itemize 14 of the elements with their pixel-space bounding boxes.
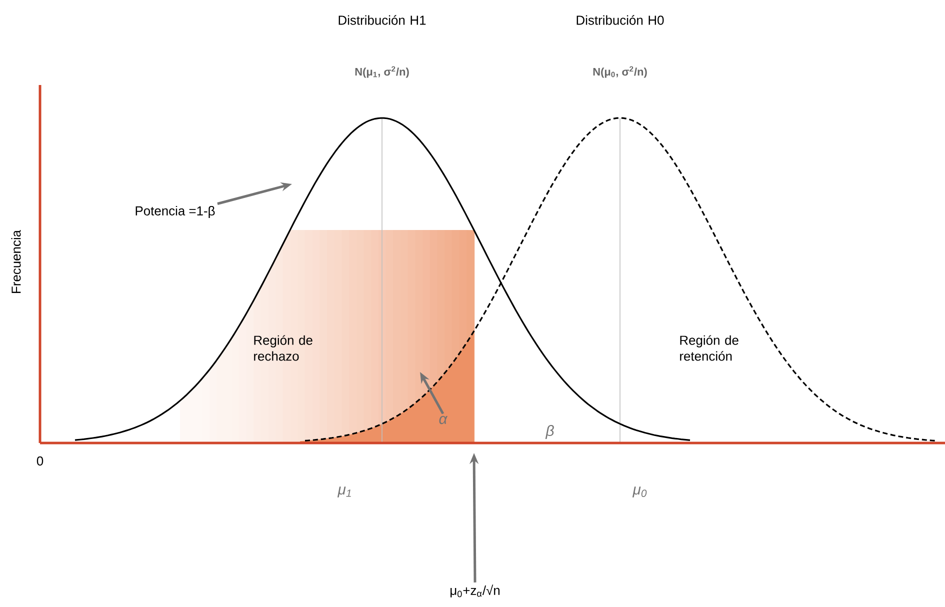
region-label: Región de rechazo [254,335,312,361]
heading-text: Distribución H0 [576,15,664,25]
heading-text: Distribución H1 [338,15,426,25]
distribution-label: N(μ$_{1}$, σ$^{2}$/n) [355,66,409,78]
annotation-text: Potencia =1-β [136,206,215,218]
distribution-label: N(μ$_{0}$, σ$^{2}$/n) [593,66,647,78]
axis-tick-label: 0 [36,456,44,466]
mean-label: μ$_{1}$ [337,486,351,498]
critical-value-label: μ$_{0}$+z$_{α}$/√n [450,584,500,598]
region-label: Región de retención [680,335,738,361]
area-symbol: β [545,425,554,439]
mean-label: μ$_{0}$ [632,486,647,498]
axis-label: Frecuencia [11,230,21,293]
area-symbol: α [439,416,448,424]
